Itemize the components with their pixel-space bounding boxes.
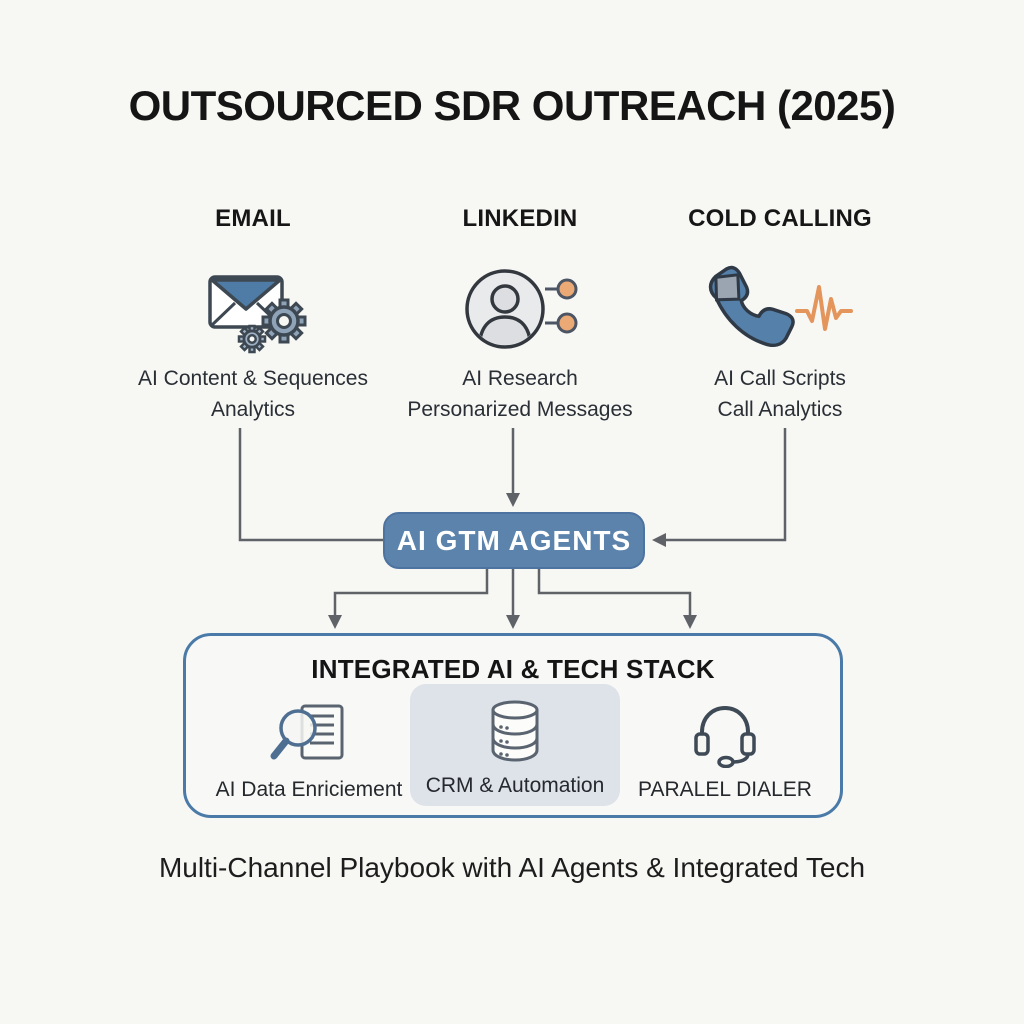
channel-linkedin: LINKEDIN AI Research Personarized Messag… (370, 205, 670, 425)
tech-stack-box: INTEGRATED AI & TECH STACK AI Data Enric… (183, 633, 843, 818)
channel-email: EMAIL (103, 205, 403, 425)
profile-network-icon (370, 263, 670, 355)
channel-cold-calling-feature-2: Call Analytics (717, 398, 843, 421)
footer-caption: Multi-Channel Playbook with AI Agents & … (158, 852, 866, 883)
channel-linkedin-name: LINKEDIN (462, 205, 578, 232)
stack-item-data-enrichment: AI Data Enriciement (204, 688, 414, 802)
phone-waveform-icon (630, 263, 930, 355)
headset-icon (620, 700, 830, 770)
gear-small-icon (237, 324, 267, 354)
ai-gtm-agents-node: AI GTM AGENTS (383, 512, 645, 569)
tech-stack-title: INTEGRATED AI & TECH STACK (311, 654, 715, 684)
channel-linkedin-feature-2: Personarized Messages (407, 398, 633, 421)
envelope-gears-icon (103, 263, 403, 355)
gear-large-icon (261, 298, 307, 344)
channel-cold-calling-name: COLD CALLING (688, 205, 872, 232)
magnifier-document-icon (204, 700, 414, 770)
channel-email-name: EMAIL (215, 205, 291, 232)
channel-email-feature-1: AI Content & Sequences (138, 367, 368, 390)
channel-cold-calling-feature-1: AI Call Scripts (714, 367, 846, 390)
stack-item-label: CRM & Automation (425, 774, 605, 797)
database-icon (410, 696, 620, 766)
stack-item-crm-automation: CRM & Automation (410, 684, 620, 806)
stack-item-label: AI Data Enriciement (215, 778, 403, 801)
channel-cold-calling: COLD CALLING AI Call Scripts Call Analyt… (630, 205, 930, 425)
channel-linkedin-feature-1: AI Research (462, 367, 578, 390)
stack-item-label: PARALEL DIALER (638, 778, 812, 801)
stack-item-parallel-dialer: PARALEL DIALER (620, 688, 830, 802)
ai-gtm-agents-label: AI GTM AGENTS (396, 524, 632, 556)
page-title: OUTSOURCED SDR OUTREACH (2025) (128, 82, 896, 129)
channel-email-feature-2: Analytics (210, 398, 296, 421)
